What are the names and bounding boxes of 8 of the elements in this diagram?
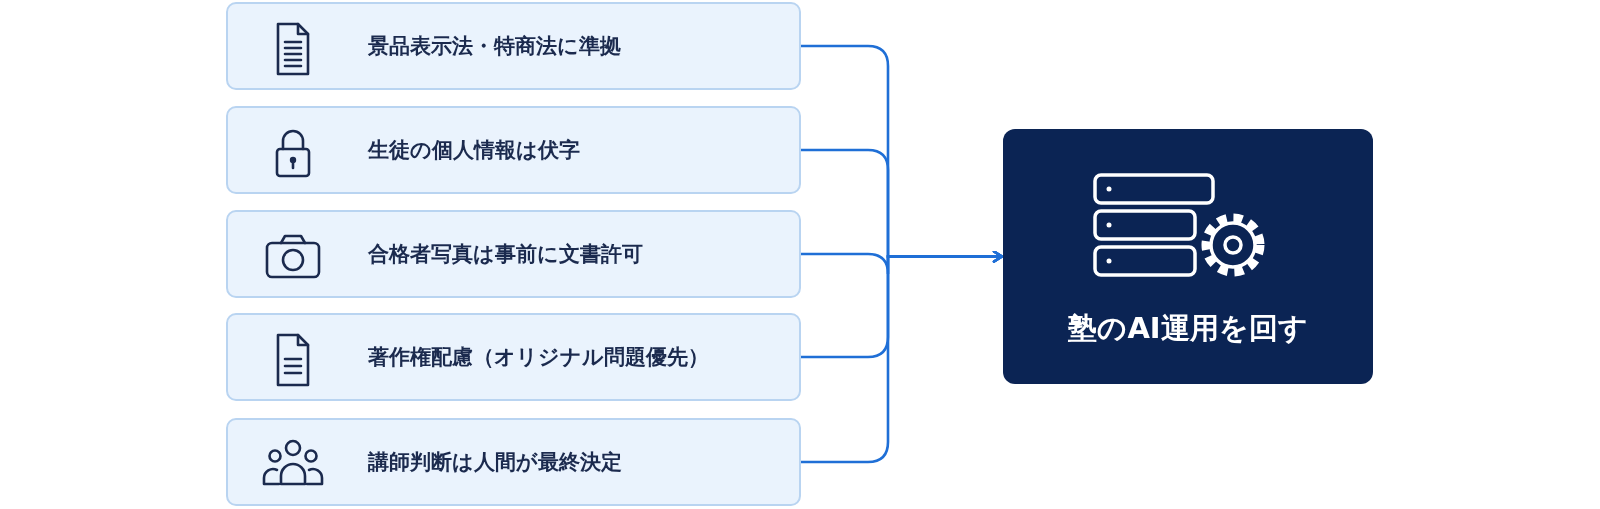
rule-label: 著作権配慮（オリジナル問題優先）: [368, 344, 709, 371]
rule-label: 生徒の個人情報は伏字: [368, 137, 580, 164]
goal-box: [1003, 129, 1373, 384]
rule-label: 講師判断は人間が最終決定: [368, 449, 622, 476]
connector-arrow: [801, 250, 1004, 464]
rule-label: 景品表示法・特商法に準拠: [368, 33, 621, 60]
rule-label: 合格者写真は事前に文書許可: [368, 241, 643, 268]
goal-label: 塾のAI運用を回す: [1067, 310, 1309, 347]
